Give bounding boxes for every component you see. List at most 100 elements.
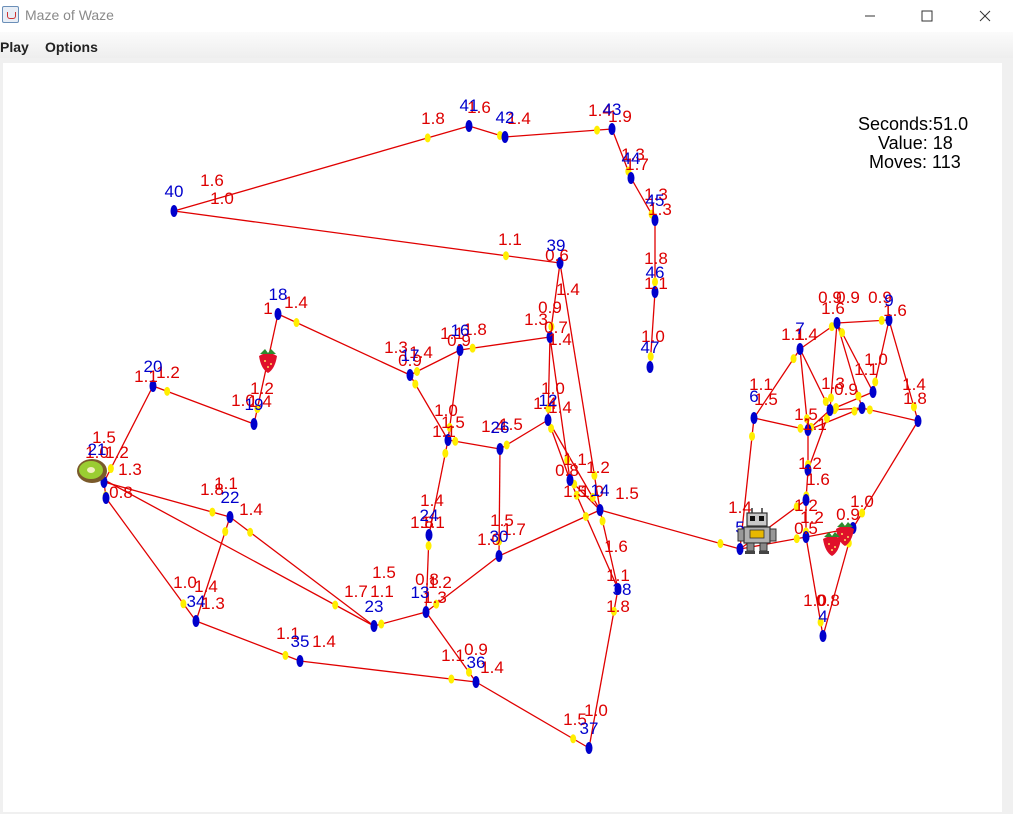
edge-weight-label: 0.7	[544, 318, 568, 337]
graph-node[interactable]	[444, 434, 452, 446]
graph-node[interactable]	[170, 205, 178, 217]
node-id-label: 12	[539, 391, 558, 410]
minimize-button[interactable]	[847, 0, 893, 32]
edge-marker	[855, 391, 862, 401]
graph-node[interactable]	[750, 412, 758, 424]
edge-weight-label: 1.6	[467, 98, 491, 117]
close-button[interactable]	[962, 0, 1008, 32]
edge-weight-label: 1.1	[432, 422, 456, 441]
edge-marker	[107, 464, 114, 474]
graph-node[interactable]	[646, 361, 654, 373]
edge-marker	[564, 455, 571, 465]
edge-weight-label: 0.8	[816, 591, 840, 610]
edge-weight-label: 1.5	[490, 511, 514, 530]
graph-node[interactable]	[274, 308, 282, 320]
edge-weight-label: 1.1	[421, 513, 445, 532]
graph-node[interactable]	[149, 380, 157, 392]
edge-marker	[209, 507, 216, 517]
edge-weight-label: 1.3	[423, 588, 447, 607]
graph-node[interactable]	[914, 415, 922, 427]
graph-node[interactable]	[566, 474, 574, 486]
edge-weight-label: 1.4	[420, 491, 444, 510]
graph-node[interactable]	[406, 369, 414, 381]
graph-node[interactable]	[585, 742, 593, 754]
graph-edge	[475, 681, 590, 749]
graph-node[interactable]	[422, 606, 430, 618]
edge-weight-label: 1.0	[641, 327, 665, 346]
graph-node[interactable]	[496, 443, 504, 455]
graph-node[interactable]	[192, 615, 200, 627]
graph-node[interactable]	[456, 344, 464, 356]
graph-node[interactable]	[804, 464, 812, 476]
graph-edge	[559, 262, 601, 511]
graph-node[interactable]	[858, 402, 866, 414]
edge-weight-label: 1.1	[854, 360, 878, 379]
node-id-label: 47	[641, 338, 660, 357]
node-id-label: 34	[187, 592, 206, 611]
edge-weight-label: 1.4	[507, 109, 531, 128]
graph-node[interactable]	[819, 630, 827, 642]
graph-node[interactable]	[804, 424, 812, 436]
edge-marker	[866, 405, 873, 415]
graph-node[interactable]	[796, 343, 804, 355]
edge-weight-label: 1.8	[410, 513, 434, 532]
edge-weight-label: 1.1	[134, 367, 158, 386]
edge-weight-label: 1.1	[441, 646, 465, 665]
strawberry-icon	[259, 349, 277, 373]
graph-edge	[105, 497, 197, 622]
node-id-label: 16	[451, 321, 470, 340]
graph-node[interactable]	[608, 123, 616, 135]
edge-weight-label: 1.8	[606, 597, 630, 616]
graph-node[interactable]	[226, 511, 234, 523]
graph-node[interactable]	[465, 120, 473, 132]
graph-node[interactable]	[614, 583, 622, 595]
menu-play[interactable]: Play	[0, 39, 29, 55]
graph-node[interactable]	[544, 414, 552, 426]
graph-node[interactable]	[802, 494, 810, 506]
graph-node[interactable]	[250, 418, 258, 430]
edge-weight-label: 1.0	[803, 591, 827, 610]
close-icon	[979, 10, 991, 22]
graph-node[interactable]	[627, 172, 635, 184]
graph-node[interactable]	[495, 550, 503, 562]
edge-weight-label: 1.3	[384, 338, 408, 357]
node-id-label: 19	[245, 395, 264, 414]
graph-node[interactable]	[802, 531, 810, 543]
graph-node[interactable]	[425, 529, 433, 541]
graph-node[interactable]	[472, 676, 480, 688]
graph-node[interactable]	[833, 317, 841, 329]
graph-node[interactable]	[556, 257, 564, 269]
edge-weight-label: 1.3	[821, 374, 845, 393]
graph-node[interactable]	[651, 214, 659, 226]
graph-node[interactable]	[296, 655, 304, 667]
edge-weight-label: 1.4	[533, 394, 557, 413]
edge-marker	[828, 322, 835, 332]
menu-options[interactable]: Options	[45, 39, 98, 55]
graph-node[interactable]	[501, 131, 509, 143]
edge-weight-label: 1.5	[754, 390, 778, 409]
node-id-label: 37	[580, 719, 599, 738]
node-id-label: 22	[221, 488, 240, 507]
edge-weight-label: 0.5	[794, 519, 818, 538]
graph-node[interactable]	[826, 404, 834, 416]
edge-marker	[803, 414, 810, 424]
graph-node[interactable]	[651, 286, 659, 298]
menu-bar: Play Options	[0, 32, 1013, 58]
edge-weight-label: 0.8	[109, 483, 133, 502]
edge-weight-label: 1.6	[821, 299, 845, 318]
graph-node[interactable]	[546, 331, 554, 343]
graph-node[interactable]	[736, 543, 744, 555]
edge-marker	[282, 650, 289, 660]
edge-weight-label: 1.8	[903, 389, 927, 408]
graph-node[interactable]	[370, 620, 378, 632]
graph-node[interactable]	[885, 314, 893, 326]
graph-node[interactable]	[869, 386, 877, 398]
edge-weight-label: 1.4	[548, 330, 572, 349]
edge-weight-label: 1.2	[586, 458, 610, 477]
graph-node[interactable]	[102, 492, 110, 504]
maximize-button[interactable]	[904, 0, 950, 32]
edge-weight-label: 1.0	[850, 492, 874, 511]
graph-node[interactable]	[596, 504, 604, 516]
